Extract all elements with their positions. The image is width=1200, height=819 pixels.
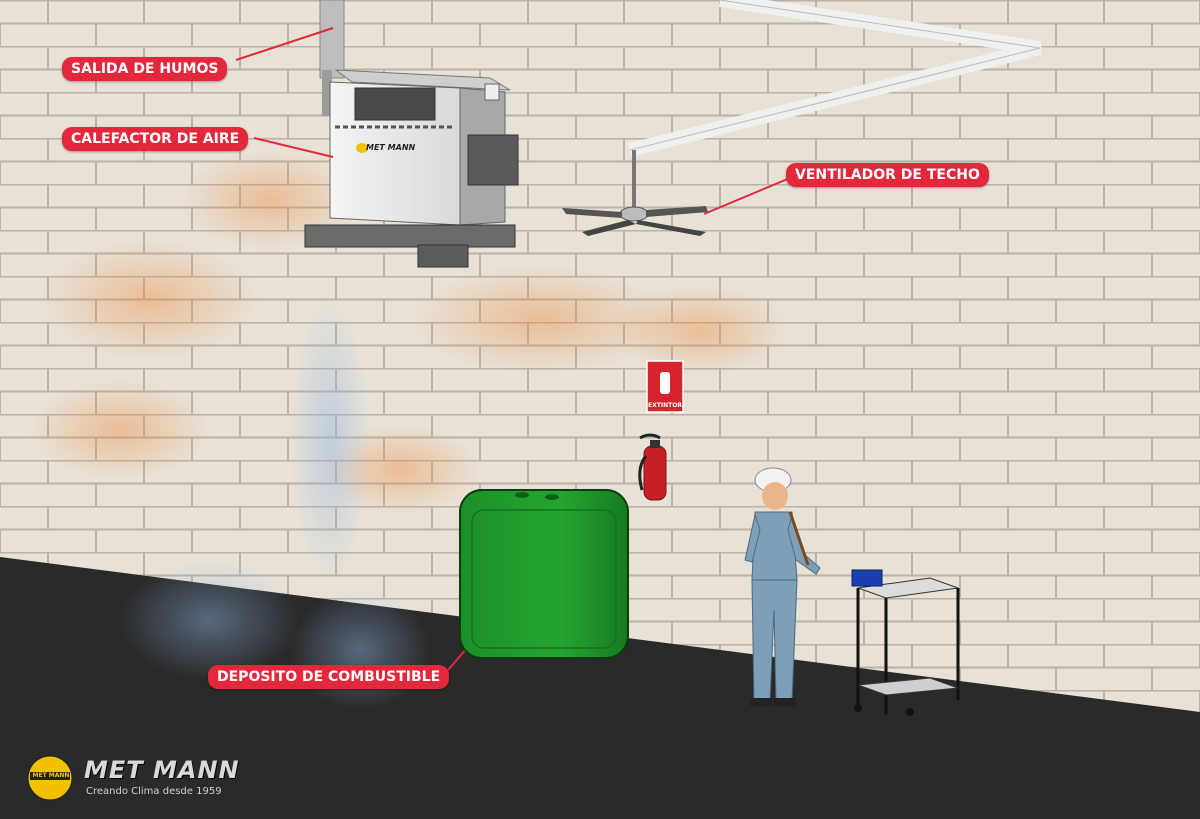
logo-tagline: Creando Clima desde 1959 <box>86 786 222 797</box>
flue-pipe <box>319 0 345 79</box>
extinguisher-sign <box>646 360 684 413</box>
label-salida-de-humos: SALIDA DE HUMOS <box>62 57 228 81</box>
worker <box>744 467 821 706</box>
label-deposito-de-combustible: DEPOSITO DE COMBUSTIBLE <box>208 665 450 689</box>
air-heater <box>304 69 519 268</box>
logo-name: MET MANN <box>84 756 240 784</box>
fuel-tank <box>459 489 629 659</box>
label-calefactor-de-aire: CALEFACTOR DE AIRE <box>62 127 249 151</box>
workbench-cart <box>851 569 960 716</box>
logo-badge-text: MET MANN <box>32 772 70 779</box>
ceiling-fan <box>562 0 1042 236</box>
extinguisher-sign-text: EXTINTOR <box>648 402 682 409</box>
fire-extinguisher <box>638 433 667 501</box>
logo-badge <box>27 755 73 801</box>
heater-brand: MET MANN <box>366 143 416 152</box>
label-ventilador-de-techo: VENTILADOR DE TECHO <box>786 163 989 187</box>
